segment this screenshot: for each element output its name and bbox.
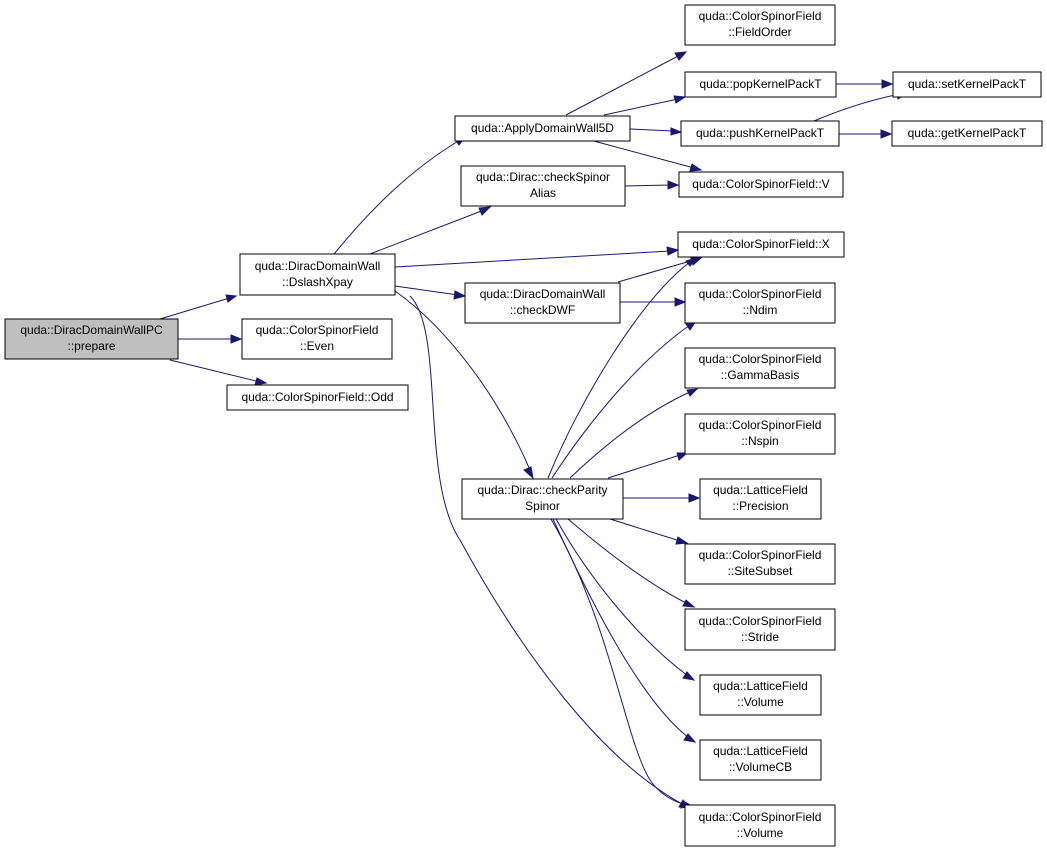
node-gammabasis-line1: quda::ColorSpinorField bbox=[699, 352, 822, 366]
node-sitesubset[interactable]: quda::ColorSpinorField ::SiteSubset bbox=[684, 543, 836, 585]
node-v-line1: quda::ColorSpinorField::V bbox=[692, 177, 829, 191]
node-checkdwf[interactable]: quda::DiracDomainWall ::checkDWF bbox=[464, 282, 621, 324]
node-dslashxpay-line1: quda::DiracDomainWall bbox=[255, 259, 381, 273]
node-colorspinorvolume[interactable]: quda::ColorSpinorField ::Volume bbox=[684, 804, 836, 847]
node-getkernelpackt-line1: quda::getKernelPackT bbox=[908, 126, 1027, 140]
node-sitesubset-line1: quda::ColorSpinorField bbox=[699, 548, 822, 562]
node-volumecb-line1: quda::LatticeField bbox=[713, 744, 808, 758]
node-even-line1: quda::ColorSpinorField bbox=[256, 323, 379, 337]
node-nspin[interactable]: quda::ColorSpinorField ::Nspin bbox=[684, 413, 836, 455]
node-odd[interactable]: quda::ColorSpinorField::Odd bbox=[226, 384, 409, 411]
node-colorspinorvolume-line1: quda::ColorSpinorField bbox=[699, 810, 822, 824]
edge-checkparity-stride bbox=[567, 518, 696, 608]
node-checkspinoralias-line1: quda::Dirac::checkSpinor bbox=[476, 170, 610, 184]
node-even[interactable]: quda::ColorSpinorField ::Even bbox=[241, 318, 393, 360]
edge-apply-pop bbox=[603, 95, 687, 116]
node-checkspinoralias-line2: Alias bbox=[530, 186, 556, 200]
node-stride-line2: ::Stride bbox=[741, 630, 779, 644]
node-precision-line2: ::Precision bbox=[732, 499, 788, 513]
edge-dslashxpay-checkparity bbox=[394, 290, 534, 480]
edge-apply-v bbox=[589, 139, 703, 172]
edge-pop-set bbox=[836, 79, 894, 89]
node-getkernelpackt[interactable]: quda::getKernelPackT bbox=[891, 120, 1043, 147]
edge-checkparity-lvolume bbox=[555, 518, 696, 681]
edge-prepare-odd bbox=[169, 359, 268, 386]
edge-push-get bbox=[839, 129, 893, 139]
edge-checkparity-gamma bbox=[569, 388, 699, 479]
edge-prepare-dslashxpay bbox=[159, 294, 238, 320]
node-prepare[interactable]: quda::DiracDomainWallPC ::prepare bbox=[4, 318, 179, 360]
node-volumecb[interactable]: quda::LatticeField ::VolumeCB bbox=[699, 739, 822, 781]
edge-checkparity-precision bbox=[623, 493, 701, 503]
node-checkparityspinor-line1: quda::Dirac::checkParity bbox=[477, 483, 607, 497]
edge-checkparity-sitesubset bbox=[609, 518, 689, 545]
node-volumecb-line2: ::VolumeCB bbox=[729, 760, 792, 774]
node-nspin-line1: quda::ColorSpinorField bbox=[699, 418, 822, 432]
node-pushkernelpackt[interactable]: quda::pushKernelPackT bbox=[680, 120, 840, 147]
node-checkparityspinor[interactable]: quda::Dirac::checkParity Spinor bbox=[461, 478, 624, 520]
edge-dslashxpay-x bbox=[394, 246, 680, 268]
node-colorspinorvolume-line2: ::Volume bbox=[737, 826, 784, 840]
edge-alias-v bbox=[624, 180, 680, 190]
edge-checkparity-x bbox=[547, 257, 698, 479]
node-gammabasis-line2: ::GammaBasis bbox=[721, 368, 800, 382]
node-even-line2: ::Even bbox=[300, 339, 334, 353]
node-dslashxpay-line2: ::DslashXpay bbox=[282, 275, 353, 289]
node-sitesubset-line2: ::SiteSubset bbox=[728, 564, 793, 578]
node-checkdwf-line1: quda::DiracDomainWall bbox=[480, 287, 606, 301]
node-v[interactable]: quda::ColorSpinorField::V bbox=[678, 171, 844, 198]
node-ndim-line1: quda::ColorSpinorField bbox=[699, 287, 822, 301]
edge-apply-fieldorder bbox=[565, 51, 688, 116]
node-fieldorder[interactable]: quda::ColorSpinorField ::FieldOrder bbox=[684, 4, 836, 46]
node-apply[interactable]: quda::ApplyDomainWall5D bbox=[454, 115, 631, 142]
node-apply-line1: quda::ApplyDomainWall5D bbox=[471, 121, 614, 135]
node-nspin-line2: ::Nspin bbox=[741, 434, 778, 448]
node-stride-line1: quda::ColorSpinorField bbox=[699, 614, 822, 628]
node-latticevolume[interactable]: quda::LatticeField ::Volume bbox=[699, 674, 822, 716]
edge-dslashxpay-alias bbox=[369, 206, 492, 255]
edge-apply-push bbox=[629, 127, 683, 136]
node-x-line1: quda::ColorSpinorField::X bbox=[692, 237, 829, 251]
edge-checkparity-nspin bbox=[607, 452, 689, 479]
edge-checkdwf-ndim bbox=[620, 297, 687, 307]
node-pushkernelpackt-line1: quda::pushKernelPackT bbox=[696, 126, 825, 140]
node-ndim-line2: ::Ndim bbox=[743, 303, 778, 317]
node-checkparityspinor-line2: Spinor bbox=[525, 499, 560, 513]
node-popkernelpackt-line1: quda::popKernelPackT bbox=[699, 77, 822, 91]
edge-dslashxpay-apply bbox=[333, 135, 468, 255]
node-prepare-line1: quda::DiracDomainWallPC bbox=[20, 323, 163, 337]
node-x[interactable]: quda::ColorSpinorField::X bbox=[677, 231, 845, 258]
node-fieldorder-line1: quda::ColorSpinorField bbox=[699, 9, 822, 23]
node-setkernelpackt[interactable]: quda::setKernelPackT bbox=[892, 71, 1042, 98]
edge-dslashxpay-csvolume bbox=[409, 295, 692, 809]
node-prepare-line2: ::prepare bbox=[67, 339, 115, 353]
node-setkernelpackt-line1: quda::setKernelPackT bbox=[908, 77, 1027, 91]
node-precision[interactable]: quda::LatticeField ::Precision bbox=[699, 478, 822, 520]
node-precision-line1: quda::LatticeField bbox=[713, 483, 808, 497]
node-dslashxpay[interactable]: quda::DiracDomainWall ::DslashXpay bbox=[239, 253, 396, 296]
node-latticevolume-line2: ::Volume bbox=[737, 695, 784, 709]
node-fieldorder-line2: ::FieldOrder bbox=[728, 25, 791, 39]
node-odd-line1: quda::ColorSpinorField::Odd bbox=[241, 390, 393, 404]
node-checkspinoralias[interactable]: quda::Dirac::checkSpinor Alias bbox=[460, 165, 626, 207]
node-ndim[interactable]: quda::ColorSpinorField ::Ndim bbox=[684, 282, 836, 324]
node-checkdwf-line2: ::checkDWF bbox=[510, 303, 575, 317]
node-latticevolume-line1: quda::LatticeField bbox=[713, 679, 808, 693]
edge-dslashxpay-checkdwf bbox=[394, 285, 467, 300]
node-stride[interactable]: quda::ColorSpinorField ::Stride bbox=[684, 608, 836, 651]
node-gammabasis[interactable]: quda::ColorSpinorField ::GammaBasis bbox=[684, 347, 836, 389]
edge-prepare-even bbox=[178, 334, 243, 344]
node-popkernelpackt[interactable]: quda::popKernelPackT bbox=[684, 71, 837, 98]
